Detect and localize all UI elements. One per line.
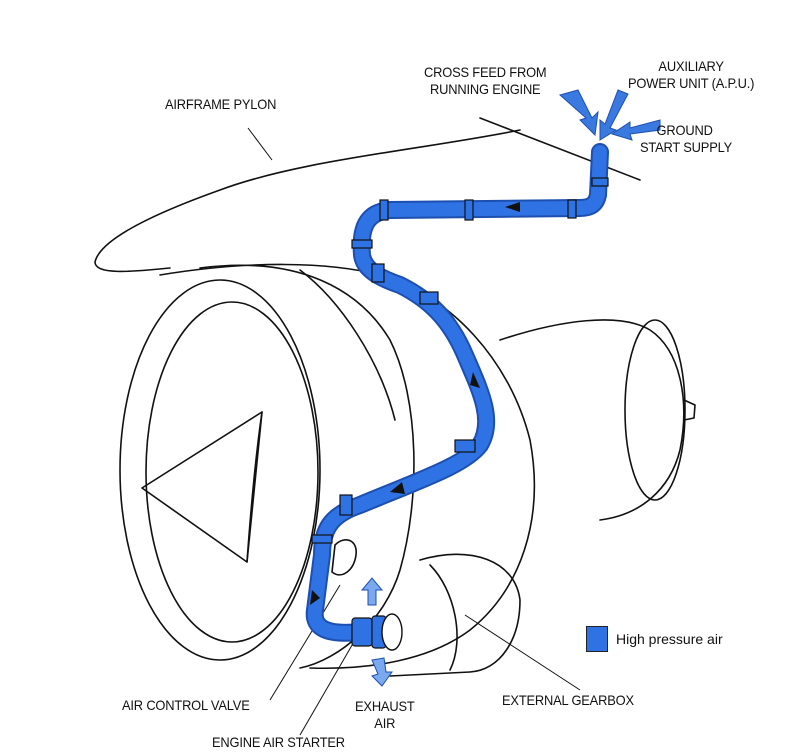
engine-rear-nozzle <box>499 319 696 521</box>
leader-lines <box>247 127 581 736</box>
external-gearbox <box>389 553 521 677</box>
legend: High pressure air <box>586 626 723 652</box>
label-external-gearbox: EXTERNAL GEARBOX <box>502 692 634 708</box>
air-control-valve <box>331 539 357 576</box>
supply-arrows <box>360 89 661 687</box>
legend-label: High pressure air <box>616 631 723 647</box>
high-pressure-air-duct <box>305 143 609 651</box>
label-engine-air-starter: ENGINE AIR STARTER <box>212 734 345 750</box>
engine-nacelle <box>119 263 536 670</box>
label-airframe-pylon: AIRFRAME PYLON <box>165 96 277 112</box>
label-air-control-valve: AIR CONTROL VALVE <box>122 697 250 713</box>
flow-arrows <box>310 202 520 605</box>
airframe-pylon <box>94 117 641 273</box>
legend-swatch <box>586 626 608 652</box>
